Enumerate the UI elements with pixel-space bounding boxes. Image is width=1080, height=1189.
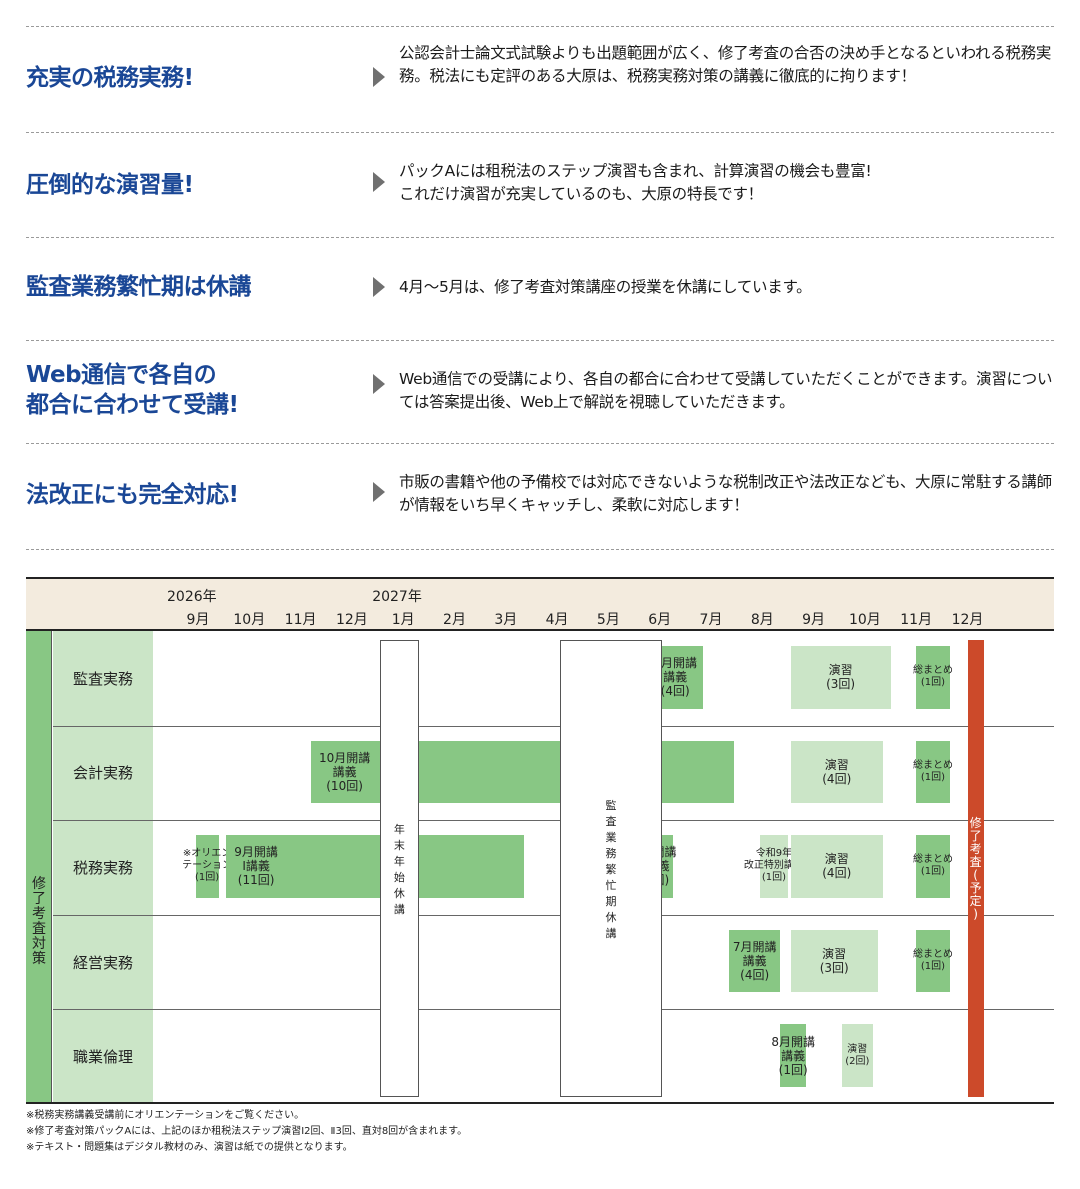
break-label: 監査業務繁忙期休講 [605,798,617,940]
feature-title: Web通信で各自の 都合に合わせて受講! [26,362,239,418]
exercise-bar: 演習 (3回) [790,646,891,709]
table-bottom-border [26,1102,1054,1104]
row-divider [53,1009,1054,1011]
divider [26,237,1054,238]
month-label: 5月 [596,612,620,628]
footnotes: ※税務実務講義受講前にオリエンテーションをご覧ください。 ※修了考査対策パックA… [26,1108,467,1156]
break-label: 年末年始休講 [393,822,405,916]
feature-title: 圧倒的な演習量! [26,172,194,198]
exercise-bar: 演習 (4回) [790,835,883,898]
row-divider [53,820,1054,822]
feature-title: 監査業務繁忙期は休講 [26,274,252,300]
lecture-bar: 総まとめ (1回) [913,740,953,804]
month-label: 11月 [284,612,317,628]
feature-description: パックAには租税法のステップ演習も含まれ、計算演習の機会も豊富! これだけ演習が… [399,162,872,203]
month-label: 7月 [699,612,723,628]
lecture-bar: 総まとめ (1回) [913,929,953,993]
divider [26,340,1054,341]
lecture-bar: 10月開講 講義 (10回) [310,740,735,804]
exercise-bar: 演習 (2回) [841,1024,873,1087]
lecture-bar: ※オリエン テーション (1回) [182,835,232,898]
schedule-header [26,577,1054,631]
divider [26,26,1054,27]
year-label: 2026年 [167,589,217,605]
feature-description: Web通信での受講により、各自の都合に合わせて受講していただくことができます。演… [399,370,1053,411]
exam-marker: 修了考査(予定) [967,640,984,1097]
row-divider [53,725,1054,727]
arrow-right-icon [373,277,385,297]
month-label: 4月 [545,612,569,628]
feature-description: 4月〜5月は、修了考査対策講座の授業を休講にしています。 [399,278,812,296]
category-label: 職業倫理 [53,1009,153,1104]
month-label: 2月 [443,612,466,628]
month-label: 9月 [802,612,826,628]
arrow-right-icon [373,172,385,192]
feature-description: 市販の書籍や他の予備校では対応できないような税制改正や法改正なども、大原に常駐す… [399,473,1052,514]
month-label: 9月 [186,612,210,628]
year-label: 2027年 [372,589,422,605]
divider [26,132,1054,133]
break-period: 年末年始休講 [380,640,419,1097]
footnote: ※テキスト・問題集はデジタル教材のみ、演習は紙での提供となります。 [26,1142,353,1153]
month-label: 11月 [900,612,933,628]
exercise-bar: 演習 (3回) [790,929,878,993]
exercise-bar: 演習 (4回) [790,740,883,804]
arrow-right-icon [373,374,385,394]
exercise-bar: 令和9年 改正特別講義 (1回) [744,835,804,898]
exam-label: 修了考査(予定) [969,815,982,921]
feature-title: 法改正にも完全対応! [26,482,239,508]
month-label: 12月 [335,612,368,628]
side-label: 修了考査対策 [32,875,46,967]
lecture-bar: 総まとめ (1回) [913,646,953,709]
month-label: 12月 [951,612,984,628]
divider [26,443,1054,444]
month-label: 10月 [848,612,881,628]
arrow-right-icon [373,67,385,87]
lecture-bar: 7月開講 講義 (4回) [729,929,781,993]
feature-description: 公認会計士論文式試験よりも出題範囲が広く、修了考査の合否の決め手となるといわれる… [399,44,1052,85]
lecture-bar: 9月開講 Ⅰ講義 (11回) [226,835,524,898]
footnote: ※修了考査対策パックAには、上記のほか租税法ステップ演習Ⅰ2回、Ⅱ3回、直対8回… [26,1126,468,1137]
month-label: 1月 [391,612,415,628]
category-label: 監査実務 [53,631,153,726]
footnote: ※税務実務講義受講前にオリエンテーションをご覧ください。 [26,1110,305,1121]
lecture-bar: 総まとめ (1回) [913,835,953,898]
lecture-bar: 8月開講 講義 (1回) [771,1024,815,1087]
category-label: 会計実務 [53,725,153,821]
category-label: 税務実務 [53,820,153,915]
month-label: 10月 [233,612,266,628]
feature-title: 充実の税務実務! [26,65,194,91]
side-label-column: 修了考査対策 [26,631,52,1104]
month-label: 3月 [494,612,518,628]
month-label: 8月 [750,612,774,628]
row-divider [53,914,1054,916]
category-label: 経営実務 [53,914,153,1010]
divider [26,549,1054,550]
month-label: 6月 [648,612,672,628]
break-period: 監査業務繁忙期休講 [559,640,663,1097]
arrow-right-icon [373,482,385,502]
